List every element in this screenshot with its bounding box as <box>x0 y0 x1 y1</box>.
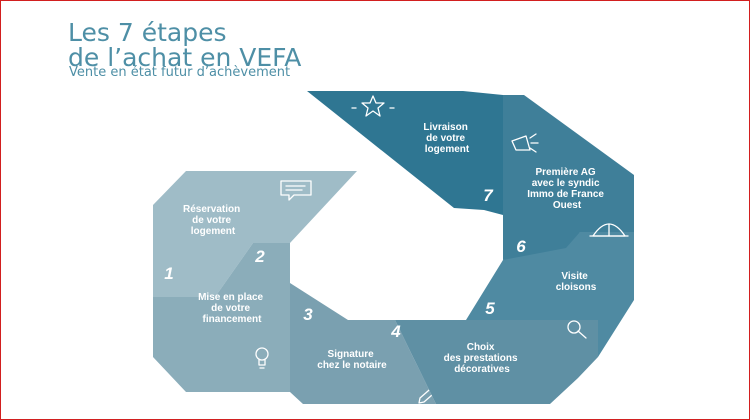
megaphone-icon <box>511 133 539 153</box>
step-3-label: Signature chez le notaire <box>317 349 387 371</box>
step-4: Choix des prestations décoratives 4 <box>348 320 598 404</box>
step-1: Réservation de votre logement 1 <box>153 171 357 297</box>
step-1-label: Réservation de votre logement <box>183 204 243 237</box>
step-6-segment <box>503 95 634 260</box>
step-7-number: 7 <box>483 186 494 205</box>
lightbulb-icon <box>255 347 269 369</box>
star-icon <box>351 95 395 117</box>
step-7-label: Livraison de votre logement <box>423 122 470 155</box>
step-6: Première AG avec le syndic Immo de Franc… <box>503 95 634 260</box>
step-5-label: Visite cloisons <box>556 271 597 293</box>
step-3-segment <box>290 283 436 404</box>
step-1-number: 1 <box>164 264 173 283</box>
title-line-2: de l’achat en VEFA <box>68 43 302 72</box>
step-7: Livraison de votre logement 7 <box>307 91 503 215</box>
step-2-number: 2 <box>254 247 265 266</box>
title-line-1: Les 7 étapes <box>68 18 227 47</box>
step-6-number: 6 <box>516 237 526 256</box>
magnifier-icon <box>567 320 587 339</box>
step-2-label: Mise en place de votre financement <box>198 292 266 325</box>
step-7-segment <box>307 91 503 215</box>
step-4-segment <box>348 320 598 404</box>
step-3-number: 3 <box>303 305 313 324</box>
step-2: Mise en place de votre financement 2 <box>153 243 290 392</box>
step-6-label: Première AG avec le syndic Immo de Franc… <box>527 167 606 211</box>
step-4-number: 4 <box>390 322 401 341</box>
page-title: Les 7 étapes de l’achat en VEFA <box>68 20 301 70</box>
hard-hat-icon <box>589 223 629 237</box>
step-5-number: 5 <box>485 299 495 318</box>
step-5: Visite cloisons 5 <box>466 232 634 357</box>
speech-bubble-icon <box>280 180 312 201</box>
step-1-segment <box>153 171 357 297</box>
step-4-label: Choix des prestations décoratives <box>444 342 521 375</box>
step-5-segment <box>466 232 634 357</box>
page-subtitle: Vente en état futur d’achèvement <box>69 65 291 80</box>
